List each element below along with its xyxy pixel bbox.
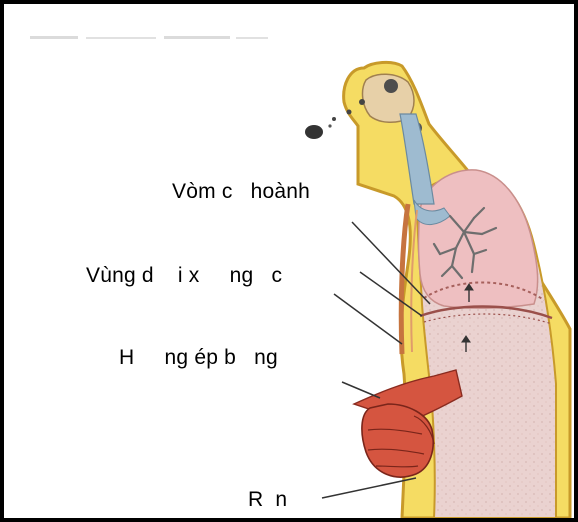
faint-caption-smudge <box>30 36 268 39</box>
leader-abdominal-press <box>342 382 380 398</box>
label-navel: R n <box>248 488 287 512</box>
sinus-dark-spot <box>384 79 398 93</box>
label-diaphragm: Vòm c hoành <box>172 180 310 204</box>
label-abdominal-press: H ng ép b ng <box>119 346 278 370</box>
respiration-diagram <box>4 4 574 518</box>
label-subdiaphragm: Vùng d i x ng c <box>86 264 282 288</box>
leader-subdiaphragm-2 <box>334 294 402 344</box>
